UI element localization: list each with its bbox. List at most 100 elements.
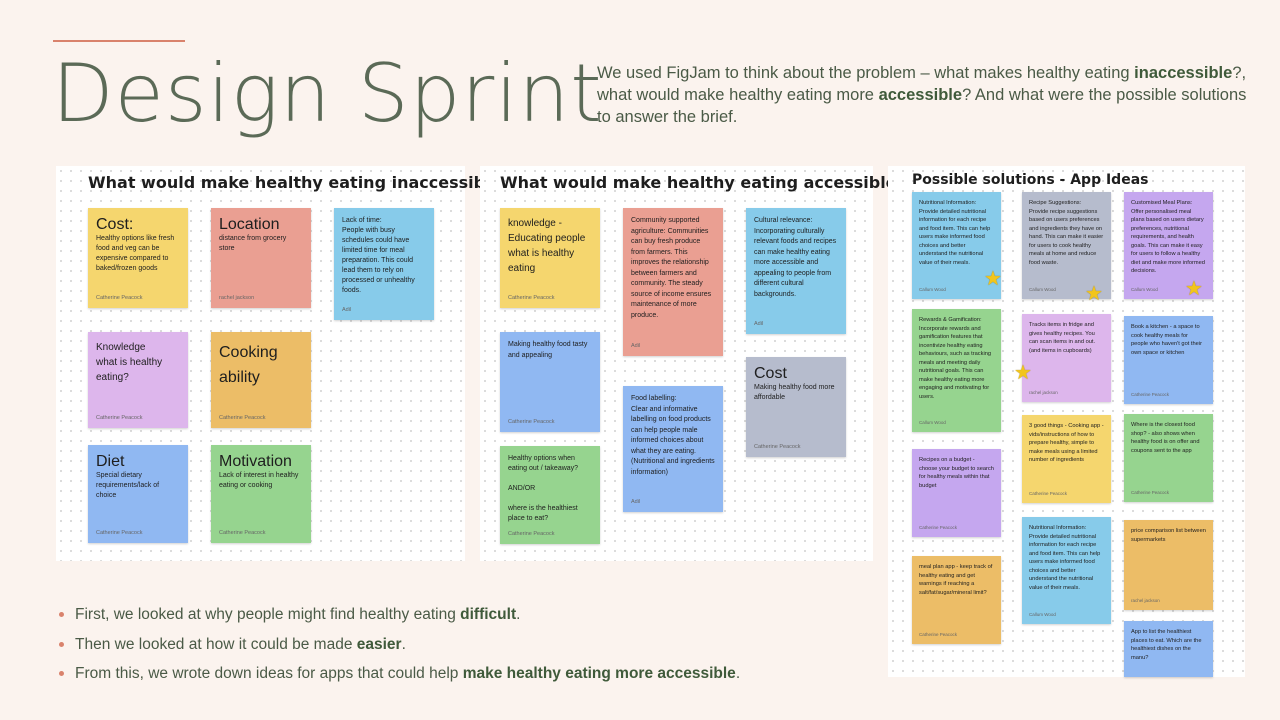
bullet-list: First, we looked at why people might fin… bbox=[58, 604, 740, 693]
note-author: Catherine Peacock bbox=[219, 415, 266, 421]
sticky-note[interactable]: Cost: Healthy options like fresh food an… bbox=[88, 208, 188, 308]
note-author: Catherine Peacock bbox=[96, 530, 143, 536]
board-accessible: What would make healthy eating accessibl… bbox=[480, 166, 906, 561]
page-title: Design Sprint bbox=[52, 47, 603, 140]
note-author: Catherine Peacock bbox=[919, 525, 958, 530]
sticky-note[interactable]: Making healthy food tasty and appealing … bbox=[500, 332, 600, 432]
sticky-note[interactable]: Knowledge what is healthy eating? Cather… bbox=[88, 332, 188, 428]
star-icon: ★ bbox=[1085, 283, 1103, 305]
bullet-dot bbox=[59, 612, 64, 617]
note-author: Callum Wood bbox=[919, 420, 946, 425]
bullet-bold: easier bbox=[356, 635, 402, 653]
sticky-note[interactable]: Lack of time: People with busy schedules… bbox=[334, 208, 434, 320]
star-icon: ★ bbox=[984, 268, 1002, 290]
board-title: What would make healthy eating inaccessi… bbox=[88, 173, 511, 192]
intro-bold: inaccessible bbox=[1134, 64, 1233, 82]
note-author: rachel jackson bbox=[1131, 598, 1160, 603]
sticky-note[interactable]: Recipe Suggestions: Provide recipe sugge… bbox=[1022, 192, 1111, 299]
note-author: rachel jackson bbox=[219, 295, 255, 301]
board-app-ideas: Possible solutions - App Ideas Nutrition… bbox=[888, 166, 1245, 677]
note-author: Catherine Peacock bbox=[1131, 392, 1170, 397]
note-text: App to list the healthiest places to eat… bbox=[1131, 629, 1204, 661]
star-icon: ★ bbox=[1014, 362, 1032, 384]
bullet-item: From this, we wrote down ideas for apps … bbox=[58, 663, 740, 693]
note-heading: Cooking ability bbox=[219, 344, 283, 386]
bullet-dot bbox=[59, 641, 64, 647]
note-heading: Cost: bbox=[96, 216, 134, 233]
note-text: 3 good things - Cooking app - vids/instr… bbox=[1029, 423, 1106, 463]
note-author: Catherine Peacock bbox=[219, 530, 266, 536]
note-text: Healthy options like fresh food and veg … bbox=[96, 235, 177, 272]
sticky-note[interactable]: Community supported agriculture: Communi… bbox=[623, 208, 723, 356]
sticky-note[interactable]: Rewards & Gamification: Incorporate rewa… bbox=[912, 309, 1001, 432]
note-text: Recipes on a budget - choose your budget… bbox=[919, 457, 996, 489]
board-title: What would make healthy eating accessibl… bbox=[500, 173, 906, 192]
note-author: rachel jackson bbox=[1029, 390, 1058, 395]
note-text: Nutritional Information: Provide detaile… bbox=[919, 200, 991, 266]
sticky-note[interactable]: Cost Making healthy food more affordable… bbox=[746, 357, 846, 457]
sticky-note[interactable]: meal plan app - keep track of healthy ea… bbox=[912, 556, 1001, 644]
bullet-item: Then we looked at how it could be made e… bbox=[58, 634, 740, 664]
note-text: Customised Meal Plans: Offer personalise… bbox=[1131, 200, 1205, 274]
note-text: Lack of interest in healthy eating or co… bbox=[219, 472, 301, 489]
sticky-note[interactable]: Cultural relevance: Incorporating cultur… bbox=[746, 208, 846, 334]
note-author: Catherine Peacock bbox=[919, 632, 958, 637]
note-text: Book a kitchen - a space to cook healthy… bbox=[1131, 324, 1204, 356]
note-author: Adil bbox=[631, 343, 641, 349]
bullet-text: From this, we wrote down ideas for apps … bbox=[75, 665, 463, 682]
sticky-note[interactable]: Motivation Lack of interest in healthy e… bbox=[211, 445, 311, 543]
intro-part: ?, what would make healthy eating more bbox=[597, 64, 1247, 104]
note-author: Catherine Peacock bbox=[96, 295, 143, 301]
note-text: Healthy options when eating out / takeaw… bbox=[508, 455, 579, 522]
note-author: Catherine Peacock bbox=[1029, 491, 1068, 496]
bullet-end: . bbox=[516, 606, 521, 623]
note-author: Adil bbox=[342, 307, 352, 313]
note-author: Catherine Peacock bbox=[754, 444, 801, 450]
sticky-note[interactable]: Food labelling: Clear and informative la… bbox=[623, 386, 723, 512]
sticky-note[interactable]: Nutritional Information: Provide detaile… bbox=[912, 192, 1001, 299]
note-text: price comparison list between supermarke… bbox=[1131, 528, 1208, 543]
sticky-note[interactable]: App to list the healthiest places to eat… bbox=[1124, 621, 1213, 677]
sticky-note[interactable]: Tracks items in fridge and gives healthy… bbox=[1022, 314, 1111, 402]
sticky-note[interactable]: Diet Special dietary requirements/lack o… bbox=[88, 445, 188, 543]
note-author: Catherine Peacock bbox=[96, 415, 143, 421]
sticky-note[interactable]: Customised Meal Plans: Offer personalise… bbox=[1124, 192, 1213, 299]
sticky-note[interactable]: Book a kitchen - a space to cook healthy… bbox=[1124, 316, 1213, 404]
bullet-bold: make healthy eating more accessible bbox=[462, 665, 736, 682]
sticky-note[interactable]: Cooking ability Catherine Peacock bbox=[211, 332, 311, 428]
sticky-note[interactable]: Recipes on a budget - choose your budget… bbox=[912, 449, 1001, 537]
note-author: Callum Wood bbox=[1029, 287, 1056, 292]
star-icon: ★ bbox=[1185, 278, 1203, 300]
note-author: Catherine Peacock bbox=[508, 419, 555, 425]
note-heading: Diet bbox=[96, 453, 125, 470]
sticky-note[interactable]: Location distance from grocery store rac… bbox=[211, 208, 311, 308]
note-author: Callum Wood bbox=[1131, 287, 1158, 292]
sticky-note[interactable]: Nutritional Information: Provide detaile… bbox=[1022, 517, 1111, 624]
note-text: Nutritional Information: Provide detaile… bbox=[1029, 525, 1101, 591]
note-text: Knowledge what is healthy eating? bbox=[96, 342, 163, 383]
note-text: Making healthy food more affordable bbox=[754, 384, 837, 401]
sticky-note[interactable]: Healthy options when eating out / takeaw… bbox=[500, 446, 600, 544]
sticky-note[interactable]: Where is the closest food shop? - also s… bbox=[1124, 414, 1213, 502]
note-text: distance from grocery store bbox=[219, 235, 289, 252]
bullet-dot bbox=[59, 671, 64, 676]
note-author: Catherine Peacock bbox=[508, 295, 555, 301]
note-text: Cultural relevance: Incorporating cultur… bbox=[754, 217, 837, 298]
note-heading: Cost bbox=[754, 365, 787, 382]
note-text: Food labelling: Clear and informative la… bbox=[631, 395, 715, 476]
note-text: Where is the closest food shop? - also s… bbox=[1131, 422, 1202, 454]
note-text: Tracks items in fridge and gives healthy… bbox=[1029, 322, 1097, 354]
note-author: Catherine Peacock bbox=[1131, 490, 1170, 495]
sticky-note[interactable]: price comparison list between supermarke… bbox=[1124, 520, 1213, 610]
note-text: Community supported agriculture: Communi… bbox=[631, 217, 714, 319]
note-text: Rewards & Gamification: Incorporate rewa… bbox=[919, 317, 992, 400]
bullet-item: First, we looked at why people might fin… bbox=[58, 604, 740, 634]
note-author: Adil bbox=[631, 499, 641, 505]
note-author: Callum Wood bbox=[919, 287, 946, 292]
board-title: Possible solutions - App Ideas bbox=[912, 172, 1149, 188]
bullet-end: . bbox=[735, 665, 741, 682]
sticky-note[interactable]: 3 good things - Cooking app - vids/instr… bbox=[1022, 415, 1111, 503]
bullet-bold: difficult bbox=[460, 606, 517, 623]
note-text: knowledge - Educating people what is hea… bbox=[508, 218, 586, 274]
sticky-note[interactable]: knowledge - Educating people what is hea… bbox=[500, 208, 600, 308]
